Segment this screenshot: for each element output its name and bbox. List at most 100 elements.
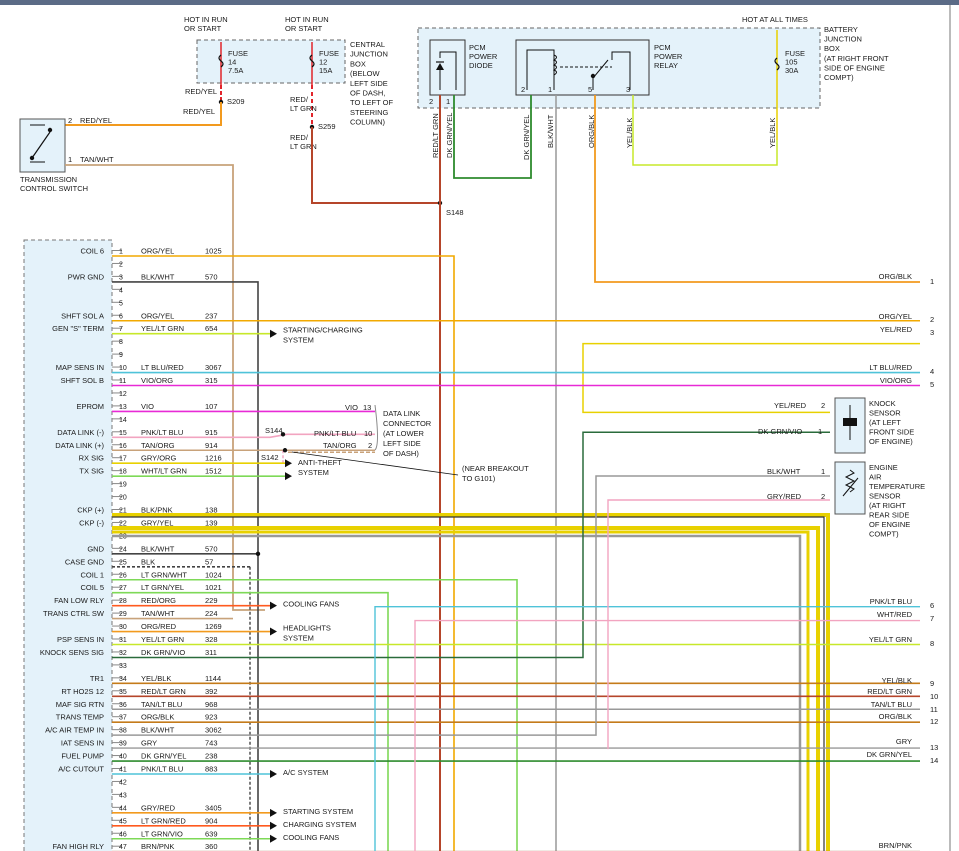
pcm-pin-number: 2 xyxy=(119,261,123,268)
pcm-pin-number: 34 xyxy=(119,676,127,683)
hot-in-run-label: OR START xyxy=(285,24,323,33)
pcm-circuit-number: 315 xyxy=(205,376,218,385)
pcm-wire-color: WHT/LT GRN xyxy=(141,467,187,476)
right-wire-label: RED/LT GRN xyxy=(867,687,912,696)
right-wire-number: 2 xyxy=(930,315,934,324)
yel-red-wire xyxy=(582,342,920,414)
knock-sensor-label: FRONT SIDE xyxy=(869,428,914,437)
tan-wht-wire xyxy=(65,164,265,611)
pcm-wire-color: LT GRN/VIO xyxy=(141,829,183,838)
wire-label: RED/ xyxy=(290,95,309,104)
pcm-wire-color: GRY/YEL xyxy=(141,518,173,527)
right-wire-label: ORG/BLK xyxy=(879,272,912,281)
data-link-connector-label: OF DASH) xyxy=(383,449,419,458)
fuse-14-label: 14 xyxy=(228,58,236,67)
pcm-wire-color: YEL/LT GRN xyxy=(141,324,184,333)
pcm-circuit-number: 743 xyxy=(205,739,218,748)
pcm-wire-color: YEL/BLK xyxy=(141,674,171,683)
pcm-pin-number: 33 xyxy=(119,663,127,670)
pin-label: 2 xyxy=(821,492,825,501)
pcm-pin-number: 24 xyxy=(119,546,127,553)
pcm-pin-number: 45 xyxy=(119,818,127,825)
knock-sensor-label: SENSOR xyxy=(869,409,901,418)
pcm-circuit-number: 1025 xyxy=(205,247,222,256)
fuse-icon xyxy=(774,57,780,71)
pcm-power-diode-label: DIODE xyxy=(469,61,493,70)
knock-sens-wire xyxy=(112,431,830,659)
pcm-pin-number: 4 xyxy=(119,287,123,294)
pcm-pin-number: 37 xyxy=(119,715,127,722)
pcm-circuit-number: 3067 xyxy=(205,363,222,372)
pcm-pin-number: 15 xyxy=(119,430,127,437)
right-wire-number: 12 xyxy=(930,717,938,726)
pcm-pin-number: 7 xyxy=(119,326,123,333)
fuse-14-label: FUSE xyxy=(228,49,248,58)
right-wire-number: 7 xyxy=(930,614,934,623)
pcm-circuit-number: 3062 xyxy=(205,726,222,735)
battery-junction-box-label: (AT RIGHT FRONT xyxy=(824,54,889,63)
red-yel-wire xyxy=(65,102,222,126)
pcm-pin-label: FAN LOW RLY xyxy=(54,596,104,605)
hot-in-run-label: OR START xyxy=(184,24,222,33)
wire-label: PNK/LT BLU xyxy=(314,429,356,438)
pcm-pin-label: FUEL PUMP xyxy=(61,752,104,761)
wire-label: YEL/RED xyxy=(774,401,807,410)
pcm-wire-color: VIO xyxy=(141,402,154,411)
right-wire-label: ORG/BLK xyxy=(879,712,912,721)
pcm-pin-label: TRANS TEMP xyxy=(56,713,104,722)
wire-label: YEL/BLK xyxy=(625,118,634,148)
pcm-pin-label: KNOCK SENS SIG xyxy=(40,648,104,657)
wire-label: DK GRN/VIO xyxy=(758,427,802,436)
thermistor-arrow xyxy=(842,477,859,497)
pin-label: 13 xyxy=(363,403,371,412)
pcm-pin-label: TR1 xyxy=(90,674,104,683)
fuse-105-label: 105 xyxy=(785,58,798,67)
central-junction-box-label: (BELOW xyxy=(350,69,381,78)
pcm-wire-color: TAN/WHT xyxy=(141,609,175,618)
pcm-wire-color: VIO/ORG xyxy=(141,376,173,385)
pcm-circuit-number: 392 xyxy=(205,687,218,696)
pcm-pin-number: 8 xyxy=(119,339,123,346)
pcm-pin-number: 28 xyxy=(119,598,127,605)
pcm-pin-number: 26 xyxy=(119,572,127,579)
wire-label: RED/YEL xyxy=(185,87,217,96)
pcm-pin-number: 10 xyxy=(119,365,127,372)
pcm-circuit-number: 311 xyxy=(205,648,217,657)
data-link-connector-outline xyxy=(374,404,378,451)
pcm-wire-color: DK GRN/YEL xyxy=(141,752,186,761)
right-wire-label: YEL/RED xyxy=(880,325,913,334)
ckp-plus-wire xyxy=(112,513,830,851)
pcm-circuit-number: 138 xyxy=(205,506,218,515)
switch-blade xyxy=(31,131,51,159)
central-junction-box-label: CENTRAL xyxy=(350,40,385,49)
pin-label: 2 xyxy=(821,401,825,410)
pcm-pin-label: MAF SIG RTN xyxy=(56,700,104,709)
coil-5-wire xyxy=(112,591,389,851)
pcm-pin-number: 41 xyxy=(119,767,127,774)
pcm-wire-color: GRY xyxy=(141,739,157,748)
pcm-pin-label: GND xyxy=(87,544,104,553)
wire-label: BLK/WHT xyxy=(767,467,801,476)
wire-label: DK GRN/YEL xyxy=(522,115,531,160)
destination-label: STARTING/CHARGING xyxy=(283,326,363,335)
central-junction-box-label: COLUMN) xyxy=(350,118,386,127)
iat-sensor-label: ENGINE xyxy=(869,463,898,472)
pcm-circuit-number: 1024 xyxy=(205,570,222,579)
pcm-pin-number: 9 xyxy=(119,352,123,359)
pcm-pin-label: MAP SENS IN xyxy=(56,363,104,372)
pin-label: 1 xyxy=(818,427,822,436)
data-link-connector-label: (AT LOWER xyxy=(383,429,425,438)
central-junction-box-label: OF DASH, xyxy=(350,89,385,98)
knock-sensor-element-icon xyxy=(843,418,857,426)
pcm-circuit-number: 3405 xyxy=(205,803,222,812)
pcm-circuit-number: 654 xyxy=(205,324,218,333)
pcm-pin-number: 1 xyxy=(119,249,123,256)
iat-sensor-label: OF ENGINE xyxy=(869,520,910,529)
pin-label: 1 xyxy=(821,467,825,476)
battery-junction-box-label: COMPT) xyxy=(824,73,854,82)
battery-junction-box-label: SIDE OF ENGINE xyxy=(824,63,885,72)
splice-s144 xyxy=(280,432,286,437)
pcm-pin-label: TX SIG xyxy=(79,467,104,476)
pcm-pin-label: IAT SENS IN xyxy=(61,739,104,748)
pcm-pin-number: 29 xyxy=(119,611,127,618)
